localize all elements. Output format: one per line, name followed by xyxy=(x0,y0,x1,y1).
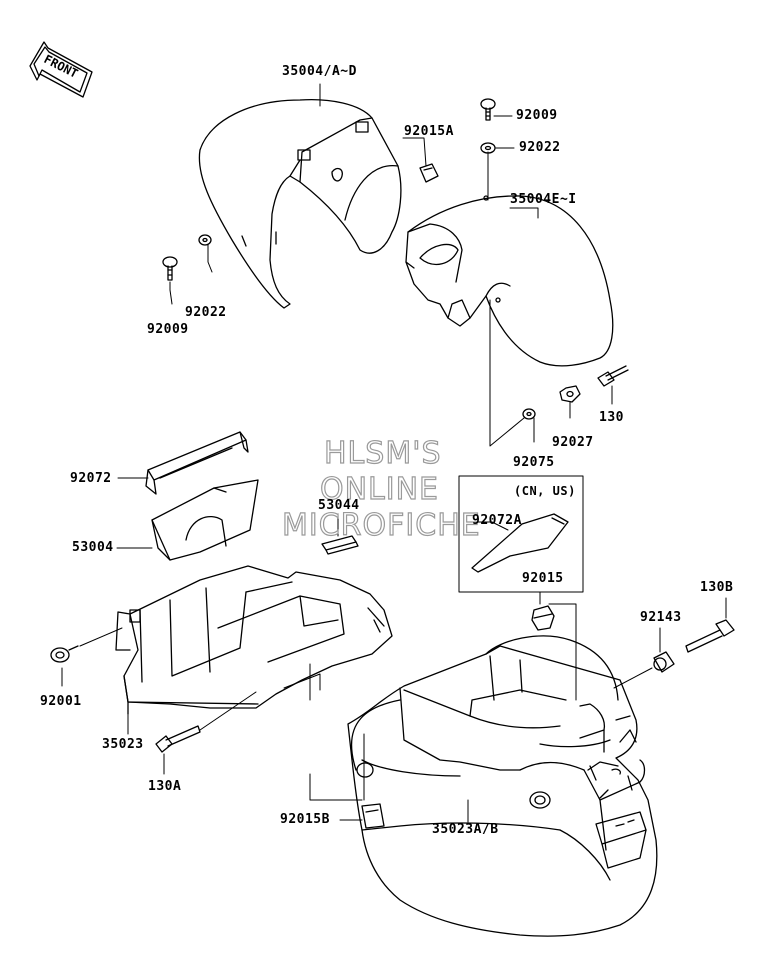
callout-130: 130 xyxy=(599,410,624,425)
bolt-130b xyxy=(685,619,735,653)
callout-35004e-i: 35004E~I xyxy=(510,192,577,207)
leader-lines xyxy=(61,83,727,823)
nut-92027 xyxy=(559,385,581,403)
front-fender-e-i xyxy=(405,195,614,367)
callout-35023a-b: 35023A/B xyxy=(432,822,499,837)
front-fender-a-d xyxy=(198,98,402,309)
nut-92001 xyxy=(50,645,79,663)
clip-92015b xyxy=(361,803,385,829)
callout-130a: 130A xyxy=(148,779,182,794)
callout-92009-top: 92009 xyxy=(516,108,558,123)
rear-fender-35023 xyxy=(115,565,393,715)
callout-92072: 92072 xyxy=(70,471,112,486)
watermark-line3: MICROFICHE xyxy=(281,507,481,543)
callout-92075: 92075 xyxy=(513,455,555,470)
washer-92075 xyxy=(522,408,536,420)
callout-53004: 53004 xyxy=(72,540,114,555)
nut-92015 xyxy=(531,605,555,631)
callout-cn-us: (CN, US) xyxy=(514,484,576,498)
callout-92015: 92015 xyxy=(522,571,564,586)
collar-92143 xyxy=(653,651,675,673)
cover-53004 xyxy=(151,479,259,561)
cn-us-box xyxy=(458,475,584,593)
watermark-line2: ONLINE xyxy=(319,471,440,507)
callout-53044: 53044 xyxy=(318,498,360,513)
callout-92143: 92143 xyxy=(640,610,682,625)
bolt-92009-left xyxy=(162,256,178,281)
callout-92022-top: 92022 xyxy=(519,140,561,155)
callout-35023: 35023 xyxy=(102,737,144,752)
front-arrow-icon xyxy=(29,41,93,98)
bolt-92009-top xyxy=(480,98,496,121)
clip-92015a xyxy=(419,163,439,183)
bolt-130 xyxy=(597,365,629,387)
watermark-line1: HLSM'S xyxy=(323,435,442,471)
callout-92027: 92027 xyxy=(552,435,594,450)
washer-92022-left xyxy=(198,234,212,246)
callout-92072a: 92072A xyxy=(472,513,522,528)
bolt-130a xyxy=(155,725,201,753)
callout-35004-a-d: 35004/A~D xyxy=(282,64,357,79)
pad-53044 xyxy=(321,535,359,555)
callout-92001: 92001 xyxy=(40,694,82,709)
callout-92015b: 92015B xyxy=(280,812,330,827)
callout-92009-left: 92009 xyxy=(147,322,189,337)
callout-130b: 130B xyxy=(700,580,734,595)
callout-92015a: 92015A xyxy=(404,124,454,139)
callout-92022-left: 92022 xyxy=(185,305,227,320)
rear-fender-35023ab xyxy=(347,635,658,937)
